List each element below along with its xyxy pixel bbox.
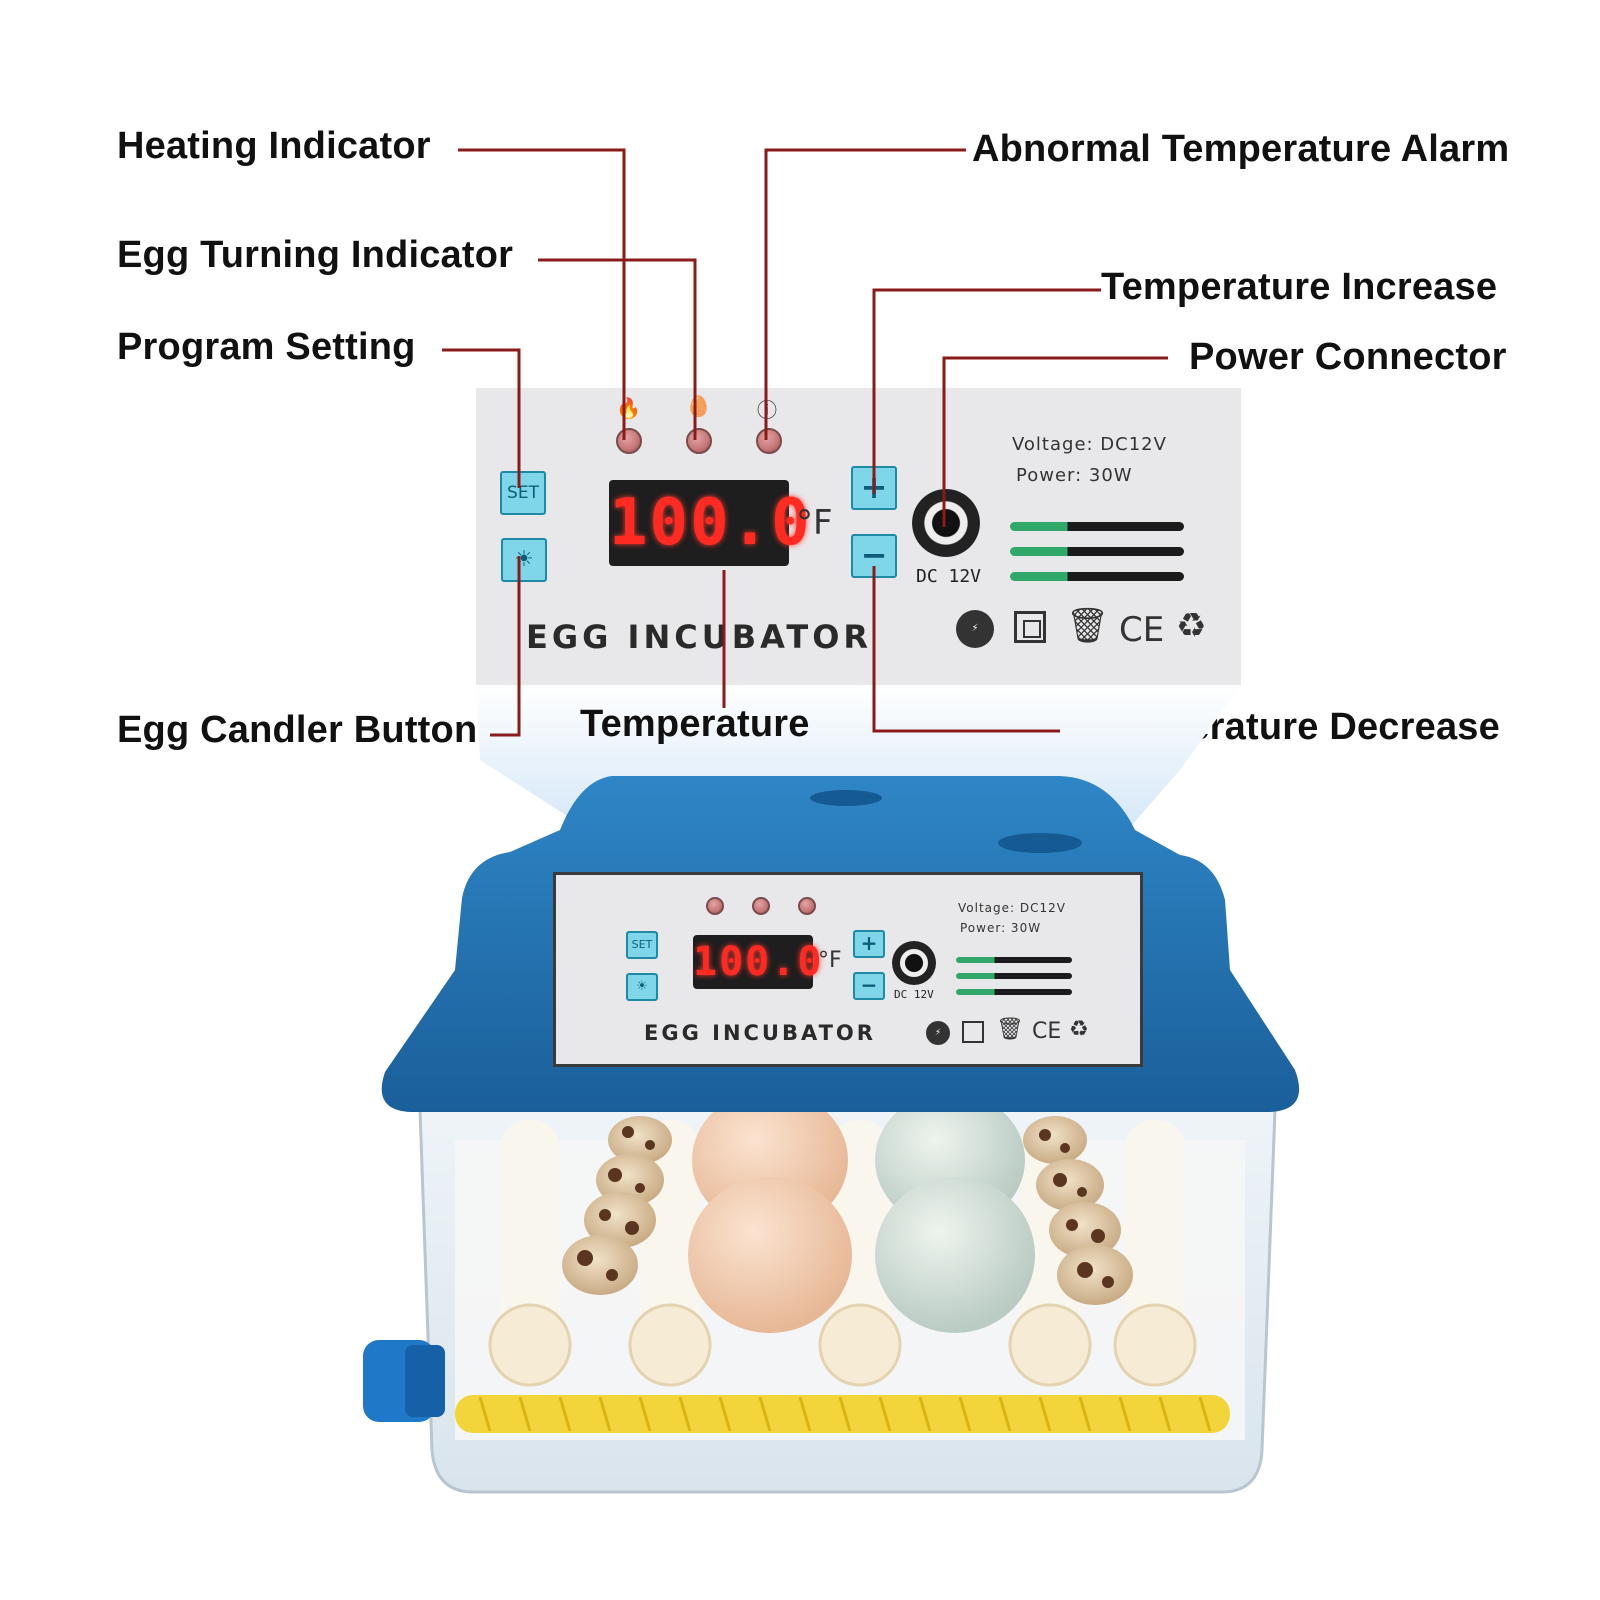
front-decrease-button[interactable]: − bbox=[853, 972, 885, 1000]
front-voltage-spec: Voltage: DC12V bbox=[958, 901, 1066, 915]
front-heating-led bbox=[706, 897, 724, 915]
panel-title: EGG INCUBATOR bbox=[526, 618, 873, 656]
front-crossed-bin-icon: 🗑 bbox=[996, 1017, 1024, 1042]
incubator-front-panel: SET ☀ 100.0 °F + − DC 12V Voltage: DC12V… bbox=[553, 872, 1143, 1067]
crossed-bin-icon: 🗑 bbox=[1066, 606, 1110, 646]
front-vent-bar-2 bbox=[956, 973, 1072, 979]
front-vent-bar-3 bbox=[956, 989, 1072, 995]
label-egg-candler-button: Egg Candler Button bbox=[117, 709, 478, 751]
front-port-label: DC 12V bbox=[894, 988, 934, 1001]
label-egg-turning-indicator: Egg Turning Indicator bbox=[117, 234, 514, 276]
label-power-connector: Power Connector bbox=[1189, 336, 1507, 378]
front-increase-button[interactable]: + bbox=[853, 930, 885, 958]
front-double-insulation-icon bbox=[962, 1021, 984, 1043]
label-temperature: Temperature bbox=[580, 703, 810, 745]
front-set-button[interactable]: SET bbox=[626, 931, 658, 959]
front-low-energy-icon: ⚡ bbox=[926, 1021, 950, 1045]
front-light-bulb-icon: ☀ bbox=[636, 979, 648, 994]
front-temperature-display: 100.0 bbox=[693, 935, 821, 989]
front-power-spec: Power: 30W bbox=[960, 921, 1042, 935]
temperature-unit: °F bbox=[796, 503, 833, 543]
temperature-display: 100.0 bbox=[609, 480, 810, 566]
alarm-indicator-led bbox=[756, 428, 782, 454]
quail-eggs bbox=[562, 1116, 1133, 1305]
front-panel-title: EGG INCUBATOR bbox=[644, 1021, 876, 1045]
label-abnormal-temperature-alarm: Abnormal Temperature Alarm bbox=[972, 128, 1510, 170]
front-turning-led bbox=[752, 897, 770, 915]
front-power-port[interactable] bbox=[892, 941, 936, 985]
vent-bar-2 bbox=[1010, 547, 1184, 556]
front-recycle-icon: ♻ bbox=[1069, 1017, 1089, 1042]
vent-bar-3 bbox=[1010, 572, 1184, 581]
front-vent-bar-1 bbox=[956, 957, 1072, 963]
side-knob bbox=[363, 1340, 445, 1422]
front-ce-mark: CE bbox=[1032, 1019, 1062, 1044]
ce-mark: CE bbox=[1119, 610, 1165, 650]
turning-shaft bbox=[455, 1395, 1230, 1433]
label-program-setting: Program Setting bbox=[117, 326, 416, 368]
label-temperature-increase: Temperature Increase bbox=[1101, 266, 1498, 308]
chicken-eggs bbox=[688, 1090, 1035, 1333]
recycle-icon: ♻ bbox=[1176, 606, 1207, 646]
front-alarm-led bbox=[798, 897, 816, 915]
front-temperature-unit: °F bbox=[818, 948, 842, 973]
label-heating-indicator: Heating Indicator bbox=[117, 125, 431, 167]
roller-gears bbox=[488, 1303, 1197, 1387]
front-candler-button[interactable]: ☀ bbox=[626, 973, 658, 1001]
